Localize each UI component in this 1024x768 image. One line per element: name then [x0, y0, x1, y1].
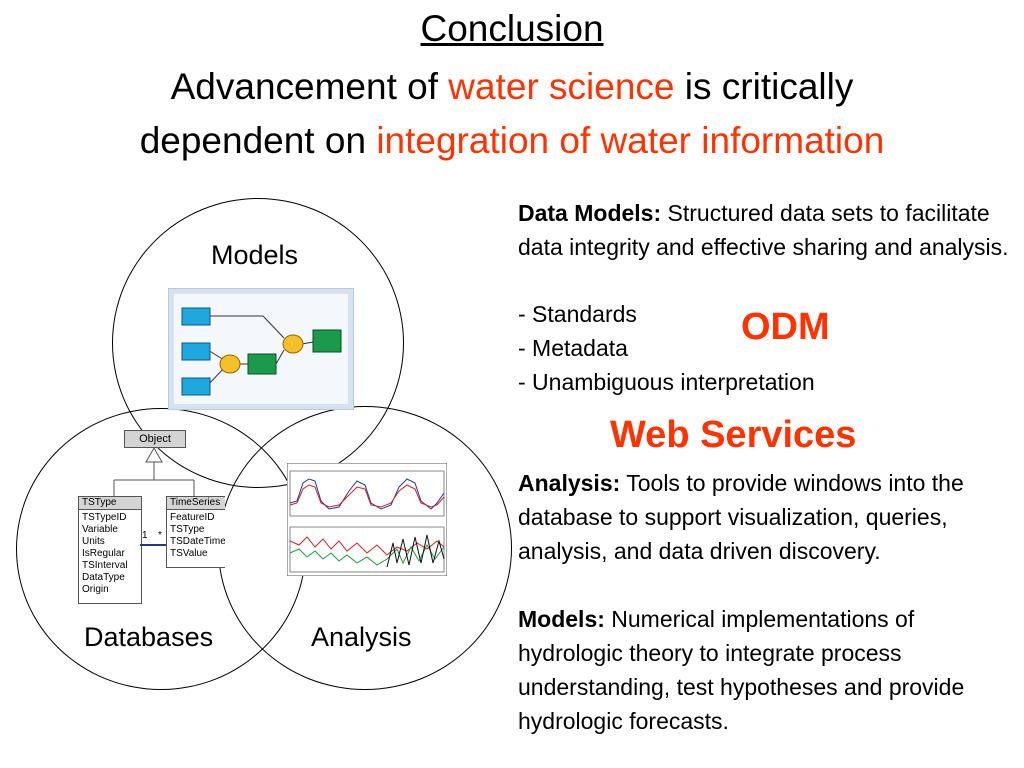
models-label: Models:: [518, 606, 605, 632]
bullet-metadata: - Metadata: [518, 335, 628, 361]
uml-mult-left: 1: [142, 530, 148, 541]
title-line-3: dependent on integration of water inform…: [0, 120, 1024, 162]
uml-timeseries-box: TimeSeries FeatureID TSType TSDateTime T…: [166, 496, 225, 568]
title-accent-water-science: water science: [448, 66, 675, 107]
uml-field: TSValue: [170, 548, 208, 559]
uml-object-box: Object: [124, 430, 186, 448]
models-text: Numerical implementations of hydrologic …: [518, 606, 965, 734]
uml-field: TSDateTime: [170, 536, 225, 547]
uml-field: TSTypeID: [82, 512, 127, 523]
models-workflow-thumbnail: [168, 288, 354, 410]
uml-tstype-fields: TSTypeID Variable Units IsRegular TSInte…: [79, 510, 141, 596]
uml-tstype-title: TSType: [79, 497, 141, 510]
uml-field: IsRegular: [82, 548, 125, 559]
title-line-3-pre: dependent on: [139, 120, 377, 161]
bullet-standards: - Standards: [518, 301, 637, 327]
uml-inheritance-lines: [113, 446, 195, 496]
data-models-paragraph: Data Models: Structured data sets to fac…: [518, 196, 1018, 264]
data-models-text: Structured data sets to facilitate data …: [518, 200, 1009, 260]
analysis-text: Tools to provide windows into the databa…: [518, 470, 964, 564]
venn-label-databases: Databases: [84, 622, 214, 652]
uml-field: FeatureID: [170, 512, 215, 523]
title-accent-integration: integration of water information: [376, 120, 885, 161]
uml-tstype-box: TSType TSTypeID Variable Units IsRegular…: [78, 496, 142, 604]
analysis-paragraph: Analysis: Tools to provide windows into …: [518, 466, 988, 568]
uml-mult-right: *: [158, 530, 162, 541]
data-models-label: Data Models:: [518, 200, 662, 226]
uml-association-line: [140, 544, 168, 546]
models-paragraph: Models: Numerical implementations of hyd…: [518, 602, 1018, 738]
uml-timeseries-title: TimeSeries: [167, 497, 225, 510]
odm-label: ODM: [741, 306, 830, 348]
uml-field: Variable: [82, 524, 118, 535]
analysis-timeseries-thumbnail: [287, 463, 447, 576]
slide-heading: Conclusion: [420, 8, 604, 49]
uml-field: DataType: [82, 572, 125, 583]
uml-timeseries-fields: FeatureID TSType TSDateTime TSValue: [167, 510, 225, 560]
uml-field: Origin: [82, 584, 109, 595]
analysis-label: Analysis:: [518, 470, 621, 496]
title-line-2: Advancement of water science is critical…: [0, 66, 1024, 108]
title-line-2-pre: Advancement of: [170, 66, 449, 107]
venn-label-models: Models: [211, 240, 299, 270]
title-line-2-post: is critically: [674, 66, 854, 107]
bullet-unambiguous: - Unambiguous interpretation: [518, 369, 815, 395]
uml-field: Units: [82, 536, 105, 547]
uml-field: TSType: [170, 524, 205, 535]
web-services-label: Web Services: [610, 414, 857, 456]
uml-field: TSInterval: [82, 560, 128, 571]
venn-label-analysis: Analysis: [311, 622, 412, 652]
